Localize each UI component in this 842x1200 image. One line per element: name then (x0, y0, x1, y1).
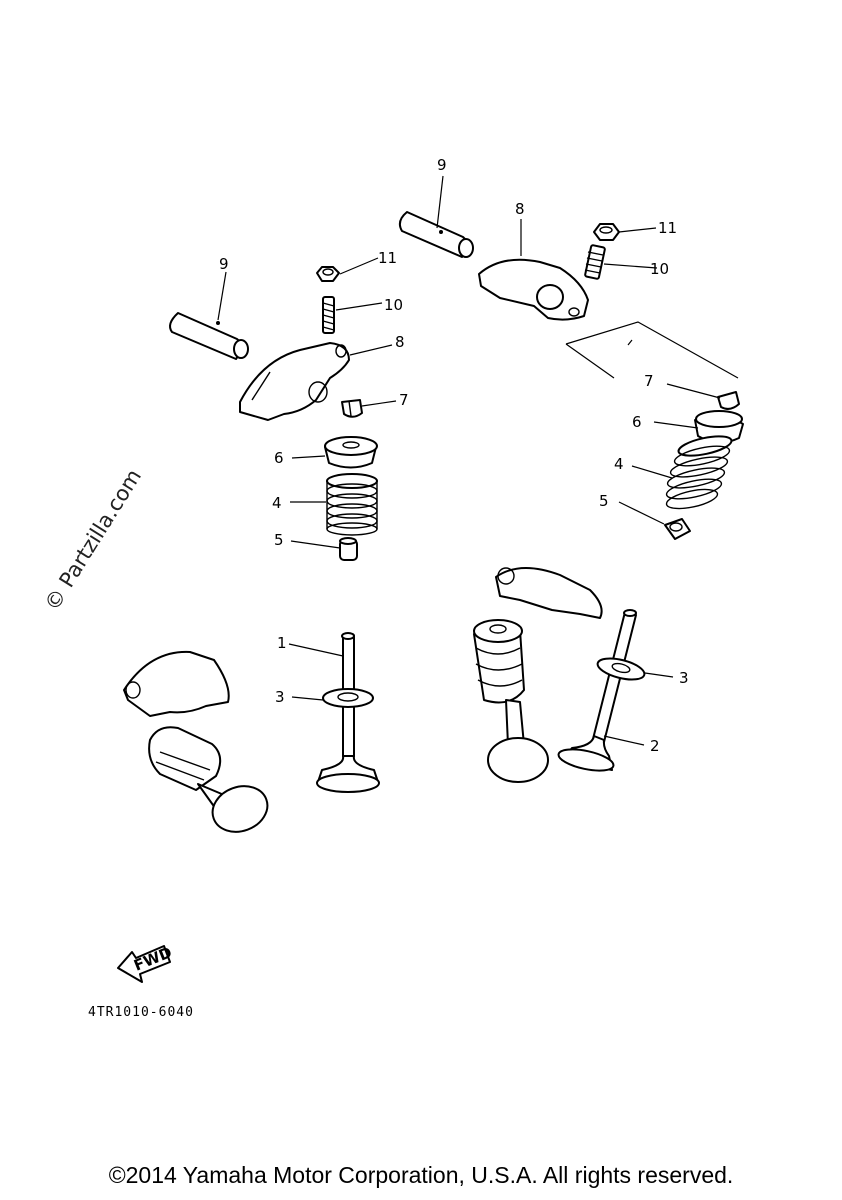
locknut-right (593, 223, 620, 241)
valve-cotter-left (341, 399, 363, 418)
copyright-notice: ©2014 Yamaha Motor Corporation, U.S.A. A… (108, 1162, 734, 1188)
valve-cotter-right (717, 391, 740, 410)
callout-10-right: 10 (650, 260, 669, 278)
adjusting-screw-right (584, 244, 606, 280)
rocker-arm-right (478, 258, 589, 321)
callout-7-left: 7 (399, 391, 409, 409)
callout-11-right: 11 (658, 219, 677, 237)
spring-retainer-left (324, 436, 378, 469)
exhaust-valve (557, 609, 637, 772)
callout-5-left: 5 (274, 531, 284, 549)
locknut-left (316, 266, 340, 282)
callout-6-left: 6 (274, 449, 284, 467)
callout-9-left: 9 (219, 255, 229, 273)
callout-3-left: 3 (275, 688, 285, 706)
callout-8-left: 8 (395, 333, 405, 351)
callout-5-right: 5 (599, 492, 609, 510)
intake-valve (316, 632, 380, 793)
valve-spring-left (326, 473, 378, 536)
callout-4-right: 4 (614, 455, 624, 473)
rocker-shaft-left (169, 312, 249, 360)
callout-10-left: 10 (384, 296, 403, 314)
callout-8-right: 8 (515, 200, 525, 218)
callout-6-right: 6 (632, 413, 642, 431)
fwd-label: FWD (131, 943, 174, 974)
assembled-valve-right (473, 566, 603, 783)
callout-2: 2 (650, 737, 660, 755)
callout-3-right: 3 (679, 669, 689, 687)
detail-box-lines (565, 321, 739, 379)
callout-7-right: 7 (644, 372, 654, 390)
leader-lines (217, 175, 721, 746)
assembled-valve-left (123, 650, 269, 833)
rocker-arm-left (239, 342, 350, 421)
valve-seat-ring-left (322, 688, 374, 708)
callout-1: 1 (277, 634, 287, 652)
callout-11-left: 11 (378, 249, 397, 267)
valve-stem-seal-left (339, 537, 358, 561)
valve-seat-ring-right (596, 657, 646, 681)
valve-stem-seal-right (664, 518, 691, 540)
fwd-arrow: FWD (117, 943, 174, 983)
adjusting-screw-left (322, 296, 335, 334)
drawing-code: 4TR1010-6040 (88, 1005, 194, 1020)
callout-9-right: 9 (437, 156, 447, 174)
valve-spring-right (665, 435, 733, 510)
callout-4-left: 4 (272, 494, 282, 512)
callout-labels: 9 9 8 8 11 10 11 10 7 7 6 6 4 4 5 5 1 3 … (219, 156, 689, 755)
rocker-shaft-right (398, 211, 474, 258)
